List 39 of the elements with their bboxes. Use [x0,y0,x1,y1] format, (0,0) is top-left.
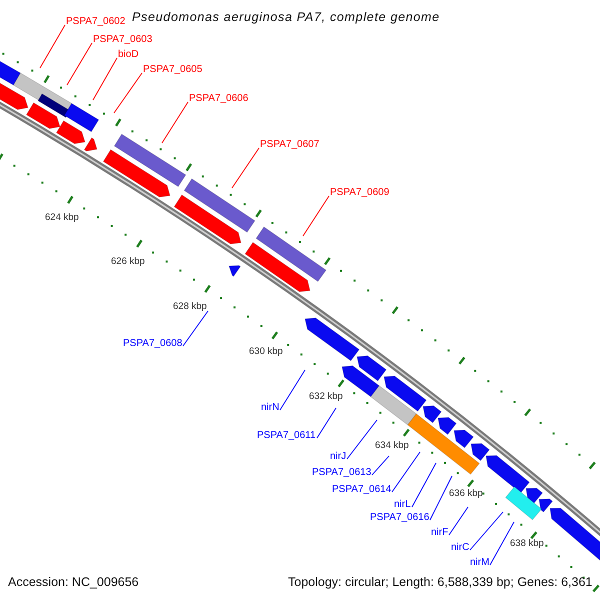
leader-line [114,72,142,114]
leader-line [346,420,378,460]
accession-text: Accession: NC_009656 [8,576,139,588]
leader-line [470,512,504,550]
scale-label: 634 kbp [375,441,409,450]
leader-line [430,476,452,520]
leader-line [162,102,188,144]
scale-label: 628 kbp [173,302,207,312]
genome-map-drawing [0,51,600,592]
scale-label: 624 kbp [45,213,79,222]
gene-label: nirF [431,528,448,538]
gene-label: nirM [470,558,490,568]
leader-line [302,196,330,236]
scale-label: 638 kbp [510,539,544,548]
gene-label: PSPA7_0602 [66,17,126,27]
leader-line [92,58,118,100]
scale-label: 632 kbp [309,392,343,402]
leader-line [66,42,92,86]
gene-label: nirN [261,403,280,413]
leader-line [280,370,306,410]
scale-label: 626 kbp [111,257,145,266]
leader-line [182,310,208,346]
gene-label: nirC [451,543,470,553]
leader-line [490,522,514,566]
scale-label: 636 kbp [449,489,483,498]
scale-label: 630 kbp [249,347,283,356]
leader-line [372,456,390,476]
leader-line [40,24,66,68]
gene-label: nirJ [330,452,346,462]
leader-line [412,462,436,508]
gene-label: nirL [394,500,411,510]
leader-line [392,452,420,492]
gene-label: bioD [118,50,139,60]
leader-line [232,148,260,188]
leader-line [448,506,468,536]
summary-text: Topology: circular; Length: 6,588,339 bp; Genes: 6,361 [288,576,592,588]
leader-line [316,408,336,438]
gene-label: PSPA7_0603 [93,35,152,45]
title: Pseudomonas aeruginosa PA7, complete genome [132,11,440,24]
